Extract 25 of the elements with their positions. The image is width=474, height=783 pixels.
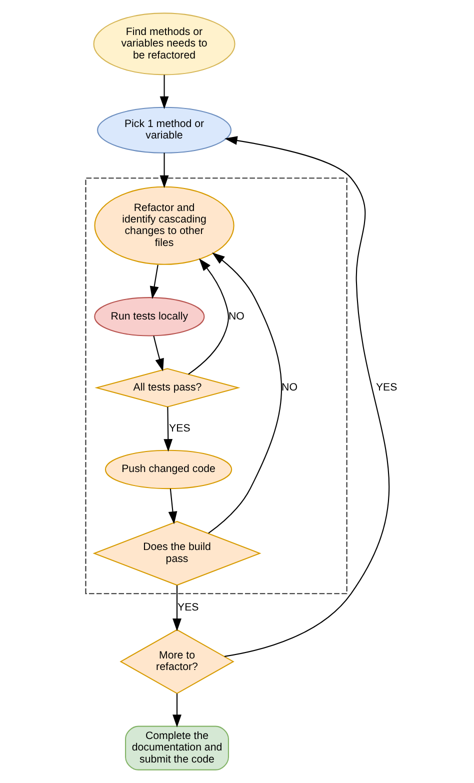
- node-diamond: All tests pass?: [94, 368, 240, 408]
- arrow: [159, 74, 168, 110]
- node-diamond: Does the build pass: [92, 520, 261, 586]
- arrow: [172, 694, 181, 728]
- arrow: [163, 406, 172, 452]
- edge-label: NO: [228, 310, 244, 322]
- arrow: [224, 136, 389, 657]
- node-box: Complete the documentation and submit the code: [124, 726, 228, 770]
- node-ellipse: Find methods or variables needs to be refactored: [92, 12, 235, 76]
- node-diamond: More to refactor?: [119, 629, 234, 694]
- edge-label: YES: [168, 422, 190, 434]
- node-ellipse: Push changed code: [104, 450, 232, 490]
- arrow: [172, 585, 181, 632]
- edge-label: YES: [375, 381, 397, 394]
- arrow: [208, 252, 282, 534]
- arrow: [152, 336, 164, 372]
- node-ellipse: Pick 1 method or variable: [96, 106, 232, 154]
- node-ellipse: Run tests locally: [94, 297, 204, 336]
- arrow: [188, 258, 228, 375]
- edge-label: NO: [281, 381, 297, 394]
- cluster: [84, 178, 347, 594]
- edge-label: YES: [177, 602, 198, 614]
- arrow: [168, 488, 177, 524]
- arrow: [149, 264, 158, 300]
- arrow: [159, 152, 168, 188]
